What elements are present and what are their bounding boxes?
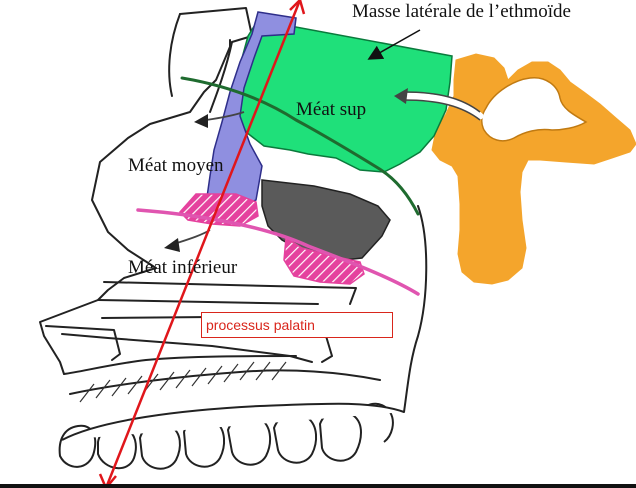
- moyen-arrow-head: [194, 114, 208, 128]
- dark-block: [261, 179, 391, 261]
- moyen-arrow: [205, 111, 245, 121]
- ethmoid-pointer-arrow: [367, 29, 421, 60]
- sphenoid-inner-white: [481, 77, 588, 142]
- pink-curve: [136, 208, 420, 296]
- processus-palatin-label: processus palatin: [206, 317, 315, 333]
- red-axis-arrow-bottom: [98, 473, 117, 488]
- sphenoid-arrow-head: [394, 88, 408, 104]
- green-curve: [180, 76, 420, 216]
- sphenoid-arrow-outline: [403, 91, 481, 121]
- teeth: [58, 402, 405, 470]
- bottom-border: [0, 484, 636, 488]
- pink-hatch-right: [283, 236, 365, 285]
- palate-hatching: [79, 361, 287, 403]
- sphenoid-arrow-shaft: [398, 92, 484, 120]
- label-masse-laterale: Masse latérale de l’ethmoïde: [352, 1, 571, 22]
- red-axis-arrow-top: [289, 0, 306, 15]
- label-meat-sup: Méat sup: [296, 99, 367, 120]
- label-meat-moyen: Méat moyen: [128, 155, 224, 176]
- vomer-strip: [205, 11, 297, 211]
- label-meat-inferieur: Méat inférieur: [128, 257, 238, 278]
- inferieur-arrow-head: [164, 238, 180, 252]
- sphenoid-shape: [431, 53, 636, 285]
- processus-palatin-box: processus palatin: [201, 312, 393, 338]
- red-axis-line: [104, 0, 302, 488]
